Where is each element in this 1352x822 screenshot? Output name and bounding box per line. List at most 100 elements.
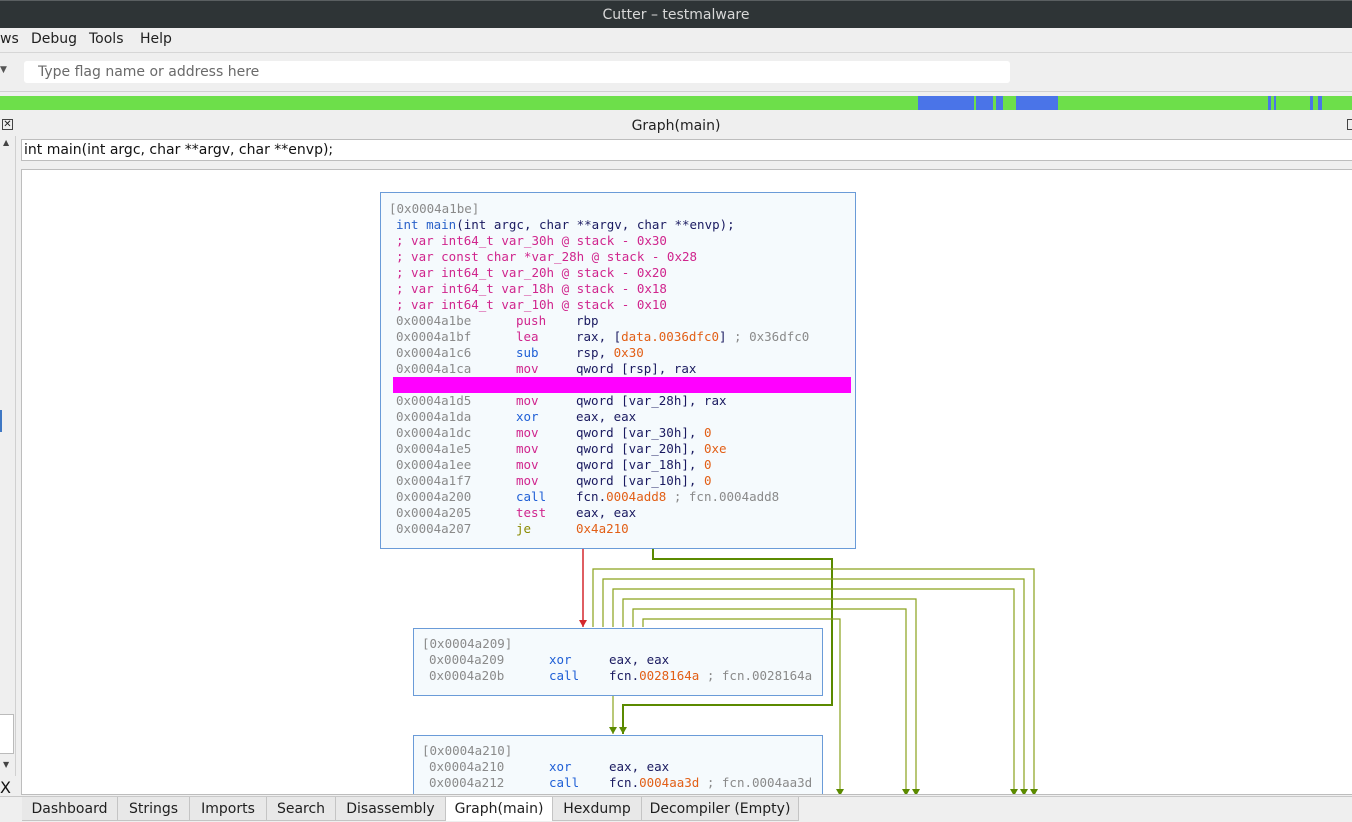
ins-operands: qword [rsp], rax xyxy=(576,361,697,376)
nav-segment-data[interactable] xyxy=(1016,96,1058,110)
nav-segment-data[interactable] xyxy=(996,96,1003,110)
tab-disassembly[interactable]: Disassembly xyxy=(336,797,446,821)
graph-block-main[interactable]: [0x0004a1be] int main(int argc, char **a… xyxy=(380,192,856,549)
toolbar: ▼ xyxy=(0,53,1352,92)
close-x-icon[interactable]: X xyxy=(0,778,11,797)
scroll-thumb[interactable] xyxy=(0,410,2,432)
ins-operands: fcn. xyxy=(609,668,640,683)
scroll-up-icon[interactable]: ▲ xyxy=(3,138,10,147)
ins-operands: rbp xyxy=(576,313,599,328)
ins-comment: ; fcn.0004add8 xyxy=(666,489,780,504)
ins-operands: fcn. xyxy=(609,775,640,790)
dock-close-icon[interactable]: ✕ xyxy=(2,119,13,130)
ins-number: 0 xyxy=(703,457,712,472)
nav-segment-data[interactable] xyxy=(1310,96,1313,110)
menu-windows[interactable]: ws xyxy=(0,31,19,47)
graph-edges xyxy=(579,548,1038,794)
ins-addr: 0x0004a1da xyxy=(396,409,472,424)
var-decl: ; var int64_t var_10h @ stack - 0x10 xyxy=(396,297,667,312)
ins-number: 0004add8 xyxy=(606,489,667,504)
tab-search[interactable]: Search xyxy=(267,797,336,821)
address-navigation-bar[interactable] xyxy=(0,96,1352,110)
nav-segment-data[interactable] xyxy=(1318,96,1322,110)
ins-addr: 0x0004a1e5 xyxy=(396,441,472,456)
tab-imports[interactable]: Imports xyxy=(190,797,267,821)
ins-comment: ; fcn.0004aa3d xyxy=(699,775,813,790)
tab-hexdump[interactable]: Hexdump xyxy=(553,797,642,821)
dock-float-icon[interactable] xyxy=(1347,119,1352,130)
ins-number: 0 xyxy=(703,425,712,440)
ins-mnemonic: mov xyxy=(516,425,539,440)
menu-tools[interactable]: Tools xyxy=(89,31,124,47)
sig-type: int xyxy=(396,217,419,232)
ins-mnemonic: mov xyxy=(516,361,539,376)
tab-strings[interactable]: Strings xyxy=(118,797,190,821)
ins-addr: 0x0004a20b xyxy=(429,668,505,683)
edge-back xyxy=(592,568,1038,794)
ins-operands-tail: ] xyxy=(719,329,727,344)
ins-addr: 0x0004a1bf xyxy=(396,329,472,344)
ins-mnemonic: xor xyxy=(549,652,572,667)
ins-addr: 0x0004a1f7 xyxy=(396,473,472,488)
tab-dashboard[interactable]: Dashboard xyxy=(22,797,118,821)
window-titlebar: Cutter – testmalware xyxy=(0,0,1352,28)
ins-mnemonic: mov xyxy=(516,393,539,408)
scroll-down-icon[interactable]: ▼ xyxy=(3,760,10,769)
window-title: Cutter – testmalware xyxy=(602,7,750,23)
tab-decompiler[interactable]: Decompiler (Empty) xyxy=(642,797,799,821)
var-decl: ; var int64_t var_30h @ stack - 0x30 xyxy=(396,233,667,248)
ins-mnemonic: call xyxy=(516,489,547,504)
menu-debug[interactable]: Debug xyxy=(31,31,78,47)
dock-title: Graph(main) xyxy=(631,118,721,134)
ins-addr: 0x0004a1d5 xyxy=(396,393,472,408)
toolbar-dropdown-arrow-icon[interactable]: ▼ xyxy=(0,65,7,75)
nav-segment-data[interactable] xyxy=(976,96,993,110)
highlighted-instruction[interactable] xyxy=(393,377,851,393)
ins-operands: eax, eax xyxy=(609,652,670,667)
graph-canvas[interactable]: [0x0004a1be] int main(int argc, char **a… xyxy=(21,169,1352,795)
nav-segment-data[interactable] xyxy=(1274,96,1276,110)
left-scrollbar[interactable]: ▲ ▼ xyxy=(0,136,16,776)
ins-mnemonic: mov xyxy=(516,457,539,472)
block-header: [0x0004a210] xyxy=(422,743,513,758)
ins-operands: qword [var_30h], xyxy=(576,425,704,440)
ins-mnemonic: sub xyxy=(516,345,539,360)
ins-number: 0028164a xyxy=(639,668,700,683)
ins-operands: eax, eax xyxy=(576,505,637,520)
sig-name: main xyxy=(426,217,457,232)
ins-addr: 0x0004a207 xyxy=(396,521,472,536)
menu-help[interactable]: Help xyxy=(140,31,172,47)
bottom-tab-bar: Dashboard Strings Imports Search Disasse… xyxy=(0,796,1352,822)
flag-search-input[interactable] xyxy=(24,61,1010,83)
block-header: [0x0004a209] xyxy=(422,636,513,651)
ins-mnemonic: je xyxy=(516,521,532,536)
nav-segment-data[interactable] xyxy=(918,96,974,110)
ins-operands: fcn. xyxy=(576,489,607,504)
ins-mnemonic: call xyxy=(549,668,580,683)
ins-operands: qword [var_18h], xyxy=(576,457,704,472)
ins-addr: 0x0004a210 xyxy=(429,759,505,774)
edge-back xyxy=(622,598,920,794)
tab-graph-main[interactable]: Graph(main) xyxy=(446,797,553,821)
nav-segment-data[interactable] xyxy=(1268,96,1271,110)
function-signature-bar[interactable]: int main(int argc, char **argv, char **e… xyxy=(21,139,1352,161)
